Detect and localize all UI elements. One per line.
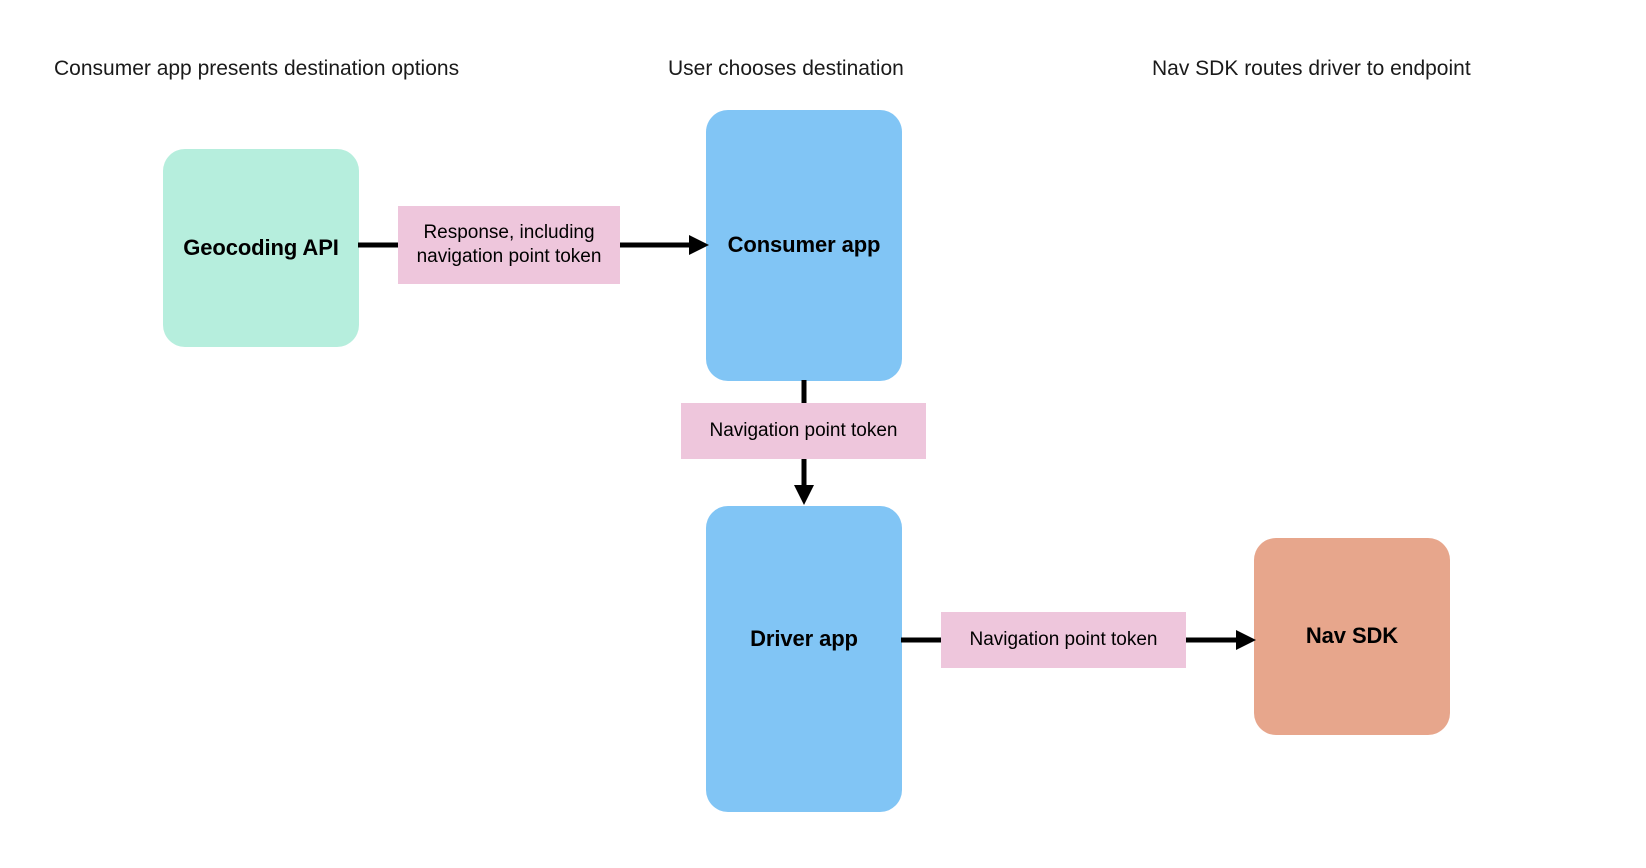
edge-label-driver-to-navsdk: Navigation point token	[941, 612, 1186, 668]
node-driver-app[interactable]: Driver app	[706, 506, 902, 812]
node-geocoding-api-label: Geocoding API	[183, 234, 339, 260]
stage-caption-user-chooses: User chooses destination	[668, 57, 904, 80]
node-consumer-app-label: Consumer app	[727, 232, 881, 258]
edge-label-driver-to-navsdk-text: Navigation point token	[969, 629, 1158, 650]
edge-label-consumer-to-driver-text: Navigation point token	[709, 420, 898, 441]
stage-caption-consumer-app: Consumer app presents destination option…	[54, 57, 460, 80]
edge-label-consumer-to-driver: Navigation point token	[681, 403, 926, 459]
edge-label-geocoding-to-consumer-text: Response, including navigation point tok…	[416, 222, 602, 267]
node-nav-sdk-label: Nav SDK	[1305, 623, 1399, 649]
node-driver-app-label: Driver app	[750, 625, 858, 651]
node-geocoding-api[interactable]: Geocoding API	[163, 149, 359, 347]
edge-label-geocoding-to-consumer: Response, including navigation point tok…	[398, 206, 620, 284]
node-nav-sdk[interactable]: Nav SDK	[1254, 538, 1450, 735]
node-consumer-app[interactable]: Consumer app	[706, 110, 902, 381]
stage-caption-nav-sdk: Nav SDK routes driver to endpoint	[1152, 57, 1471, 80]
